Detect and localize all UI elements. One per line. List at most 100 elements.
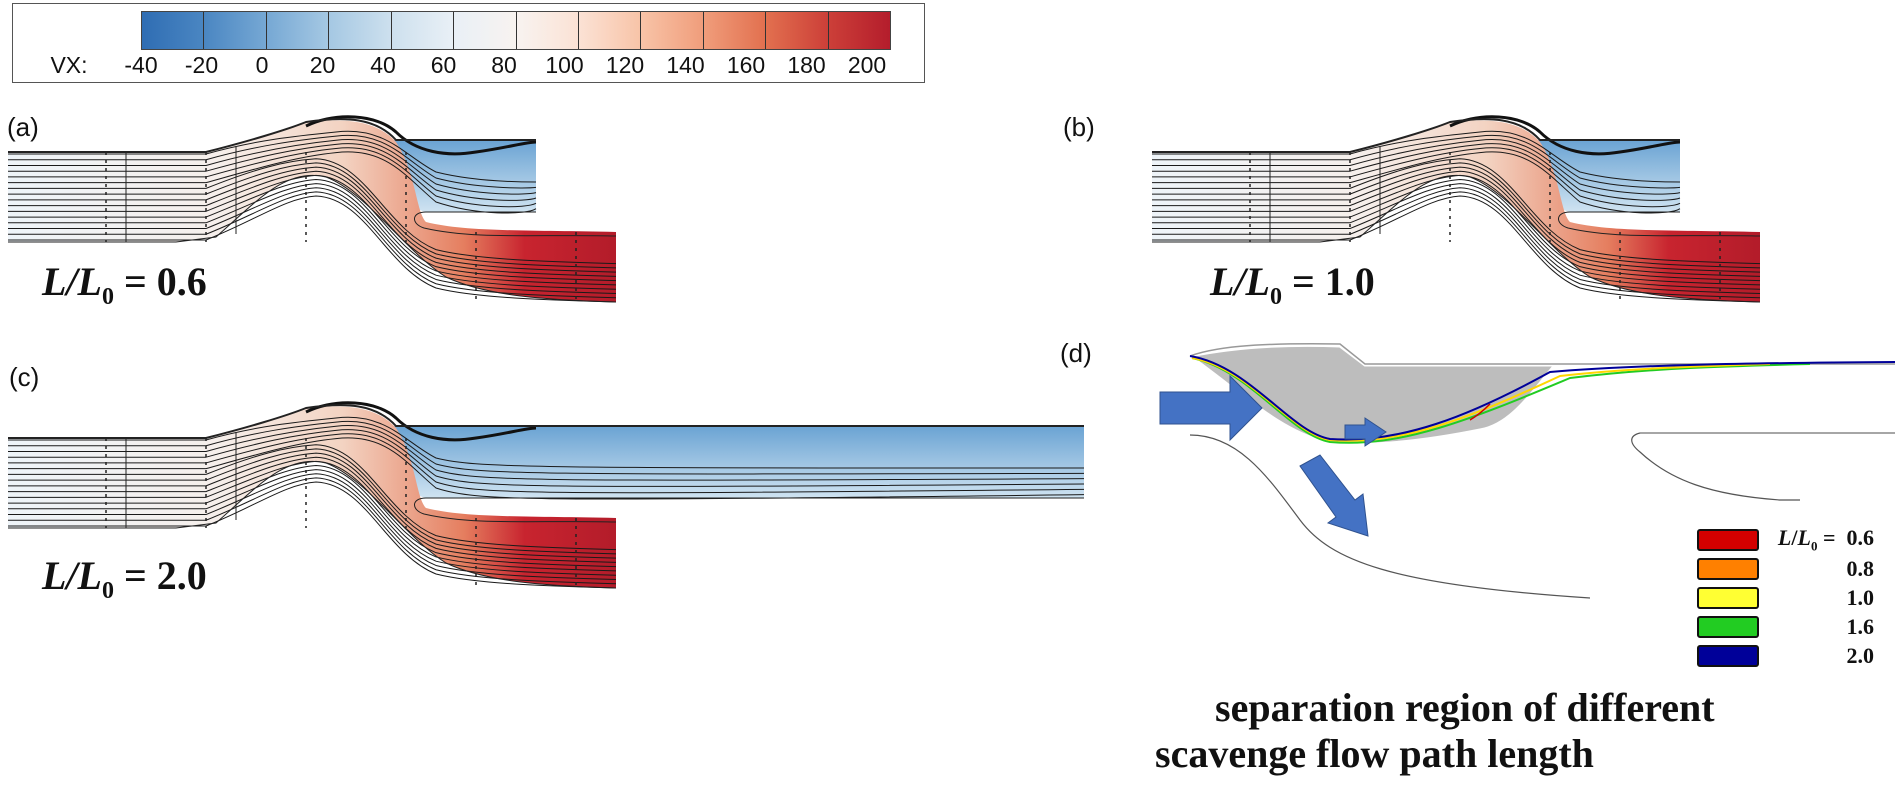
streamline <box>1152 147 1681 208</box>
colorbar-segment <box>142 12 205 49</box>
legend-item: L/L0 = 0.6 <box>1697 525 1874 554</box>
colorbar-segment <box>641 12 704 49</box>
ratio-value: 0.6 <box>156 259 207 304</box>
colorbar-segment <box>578 12 642 49</box>
colorbar-segment <box>766 12 829 49</box>
ratio-equals: = <box>1281 259 1325 304</box>
streamline <box>8 452 617 559</box>
recirculation-boundary <box>1449 115 1681 156</box>
splitter-wall <box>1558 211 1761 237</box>
splitter-lower-wall <box>1631 432 1800 501</box>
streamline <box>1152 130 1681 183</box>
core-flow-arrow-icon <box>1344 417 1387 447</box>
colorbar-tick-label: 180 <box>787 52 826 78</box>
separation-line-green <box>1191 357 1811 444</box>
upper-wall <box>1152 118 1680 153</box>
colorbar-segment <box>204 12 267 49</box>
legend-swatch <box>1697 644 1759 667</box>
panel-c-ratio-label: L/L0 = 2.0 <box>42 552 207 605</box>
streamline <box>8 195 617 303</box>
streamline <box>8 187 617 294</box>
streamline <box>8 191 617 299</box>
colorbar-tick-label: 0 <box>255 52 269 78</box>
streamline <box>8 433 1085 494</box>
streamline <box>8 425 1085 481</box>
legend-swatch <box>1697 557 1759 580</box>
panel-a-ratio-label: L/L0 = 0.6 <box>42 258 207 311</box>
colorbar-tick-label: 160 <box>726 52 766 78</box>
streamline <box>8 456 617 563</box>
panel-a-streamlines <box>8 115 617 303</box>
legend-item: 0.8 <box>1697 554 1874 583</box>
streamline <box>8 416 1085 469</box>
streamline <box>1152 139 1681 195</box>
streamline <box>8 473 617 580</box>
streamline <box>8 420 1085 475</box>
streamline <box>8 469 617 576</box>
outer-lower-wall <box>1189 434 1591 599</box>
mesh-interface-line <box>125 432 237 528</box>
streamline <box>1152 183 1761 290</box>
colorbar-segment <box>329 12 392 49</box>
mesh-interface-line <box>125 146 237 242</box>
legend-label: 2.0 <box>1846 642 1875 668</box>
streamline <box>8 143 537 201</box>
legend-item: 1.6 <box>1697 612 1874 641</box>
ratio-subscript: 0 <box>101 284 114 310</box>
streamline <box>8 158 617 265</box>
streamline <box>8 162 617 269</box>
colorbar-tick-label: 60 <box>430 52 457 78</box>
colorbar-segment <box>454 12 517 49</box>
colorbar-tick-label: 80 <box>491 52 517 78</box>
streamline <box>1152 151 1681 214</box>
core-channel-fill <box>306 426 1084 498</box>
legend-swatch <box>1697 586 1759 609</box>
streamline <box>8 481 617 589</box>
colorbar-tick-label: -20 <box>184 52 219 78</box>
legend-item: 1.0 <box>1697 583 1874 612</box>
lower-wall <box>1152 174 1761 303</box>
ratio-text: L/L <box>1210 259 1270 304</box>
streamline <box>8 147 537 208</box>
colorbar-segment <box>828 12 891 49</box>
streamline <box>8 460 617 568</box>
colorbar-segment <box>391 12 455 49</box>
legend-label: 1.0 <box>1846 584 1875 610</box>
colorbar-segment <box>516 12 579 49</box>
ratio-subscript: 0 <box>1269 284 1282 310</box>
panel-b-label: (b) <box>1063 112 1095 142</box>
legend-item: 2.0 <box>1697 641 1874 670</box>
streamline <box>8 130 537 183</box>
streamline <box>8 448 617 555</box>
colorbar-tick-label: 20 <box>309 52 336 78</box>
streamline <box>8 429 1085 487</box>
panel-d-label: (d) <box>1060 338 1092 368</box>
colorbar-gradient <box>141 11 891 50</box>
ratio-value: 2.0 <box>156 553 207 598</box>
separation-line-blue <box>1189 355 1896 441</box>
recirculation-boundary <box>305 401 537 442</box>
colorbar-tick-label: -40 <box>124 52 158 78</box>
streamline <box>8 444 617 551</box>
upper-wall <box>8 118 536 153</box>
colorbar-tick-label: 200 <box>847 52 887 78</box>
streamline <box>8 174 617 282</box>
streamline <box>1152 174 1761 282</box>
streamline <box>8 437 1085 500</box>
streamline <box>1152 191 1761 299</box>
upper-wall <box>1189 343 1895 365</box>
lower-wall <box>8 460 617 589</box>
colorbar-segment <box>266 12 330 49</box>
streamline <box>8 134 537 189</box>
streamline <box>8 166 617 273</box>
legend-swatch <box>1697 615 1759 638</box>
colorbar-tick-label: 120 <box>605 52 645 78</box>
colorbar-tick-label: 140 <box>666 52 705 78</box>
ratio-value: 1.0 <box>1324 259 1375 304</box>
legend-label: 0.8 <box>1846 555 1875 581</box>
recirculation-boundary <box>305 115 537 156</box>
streamline <box>1152 162 1761 269</box>
ratio-subscript: 0 <box>101 578 114 604</box>
